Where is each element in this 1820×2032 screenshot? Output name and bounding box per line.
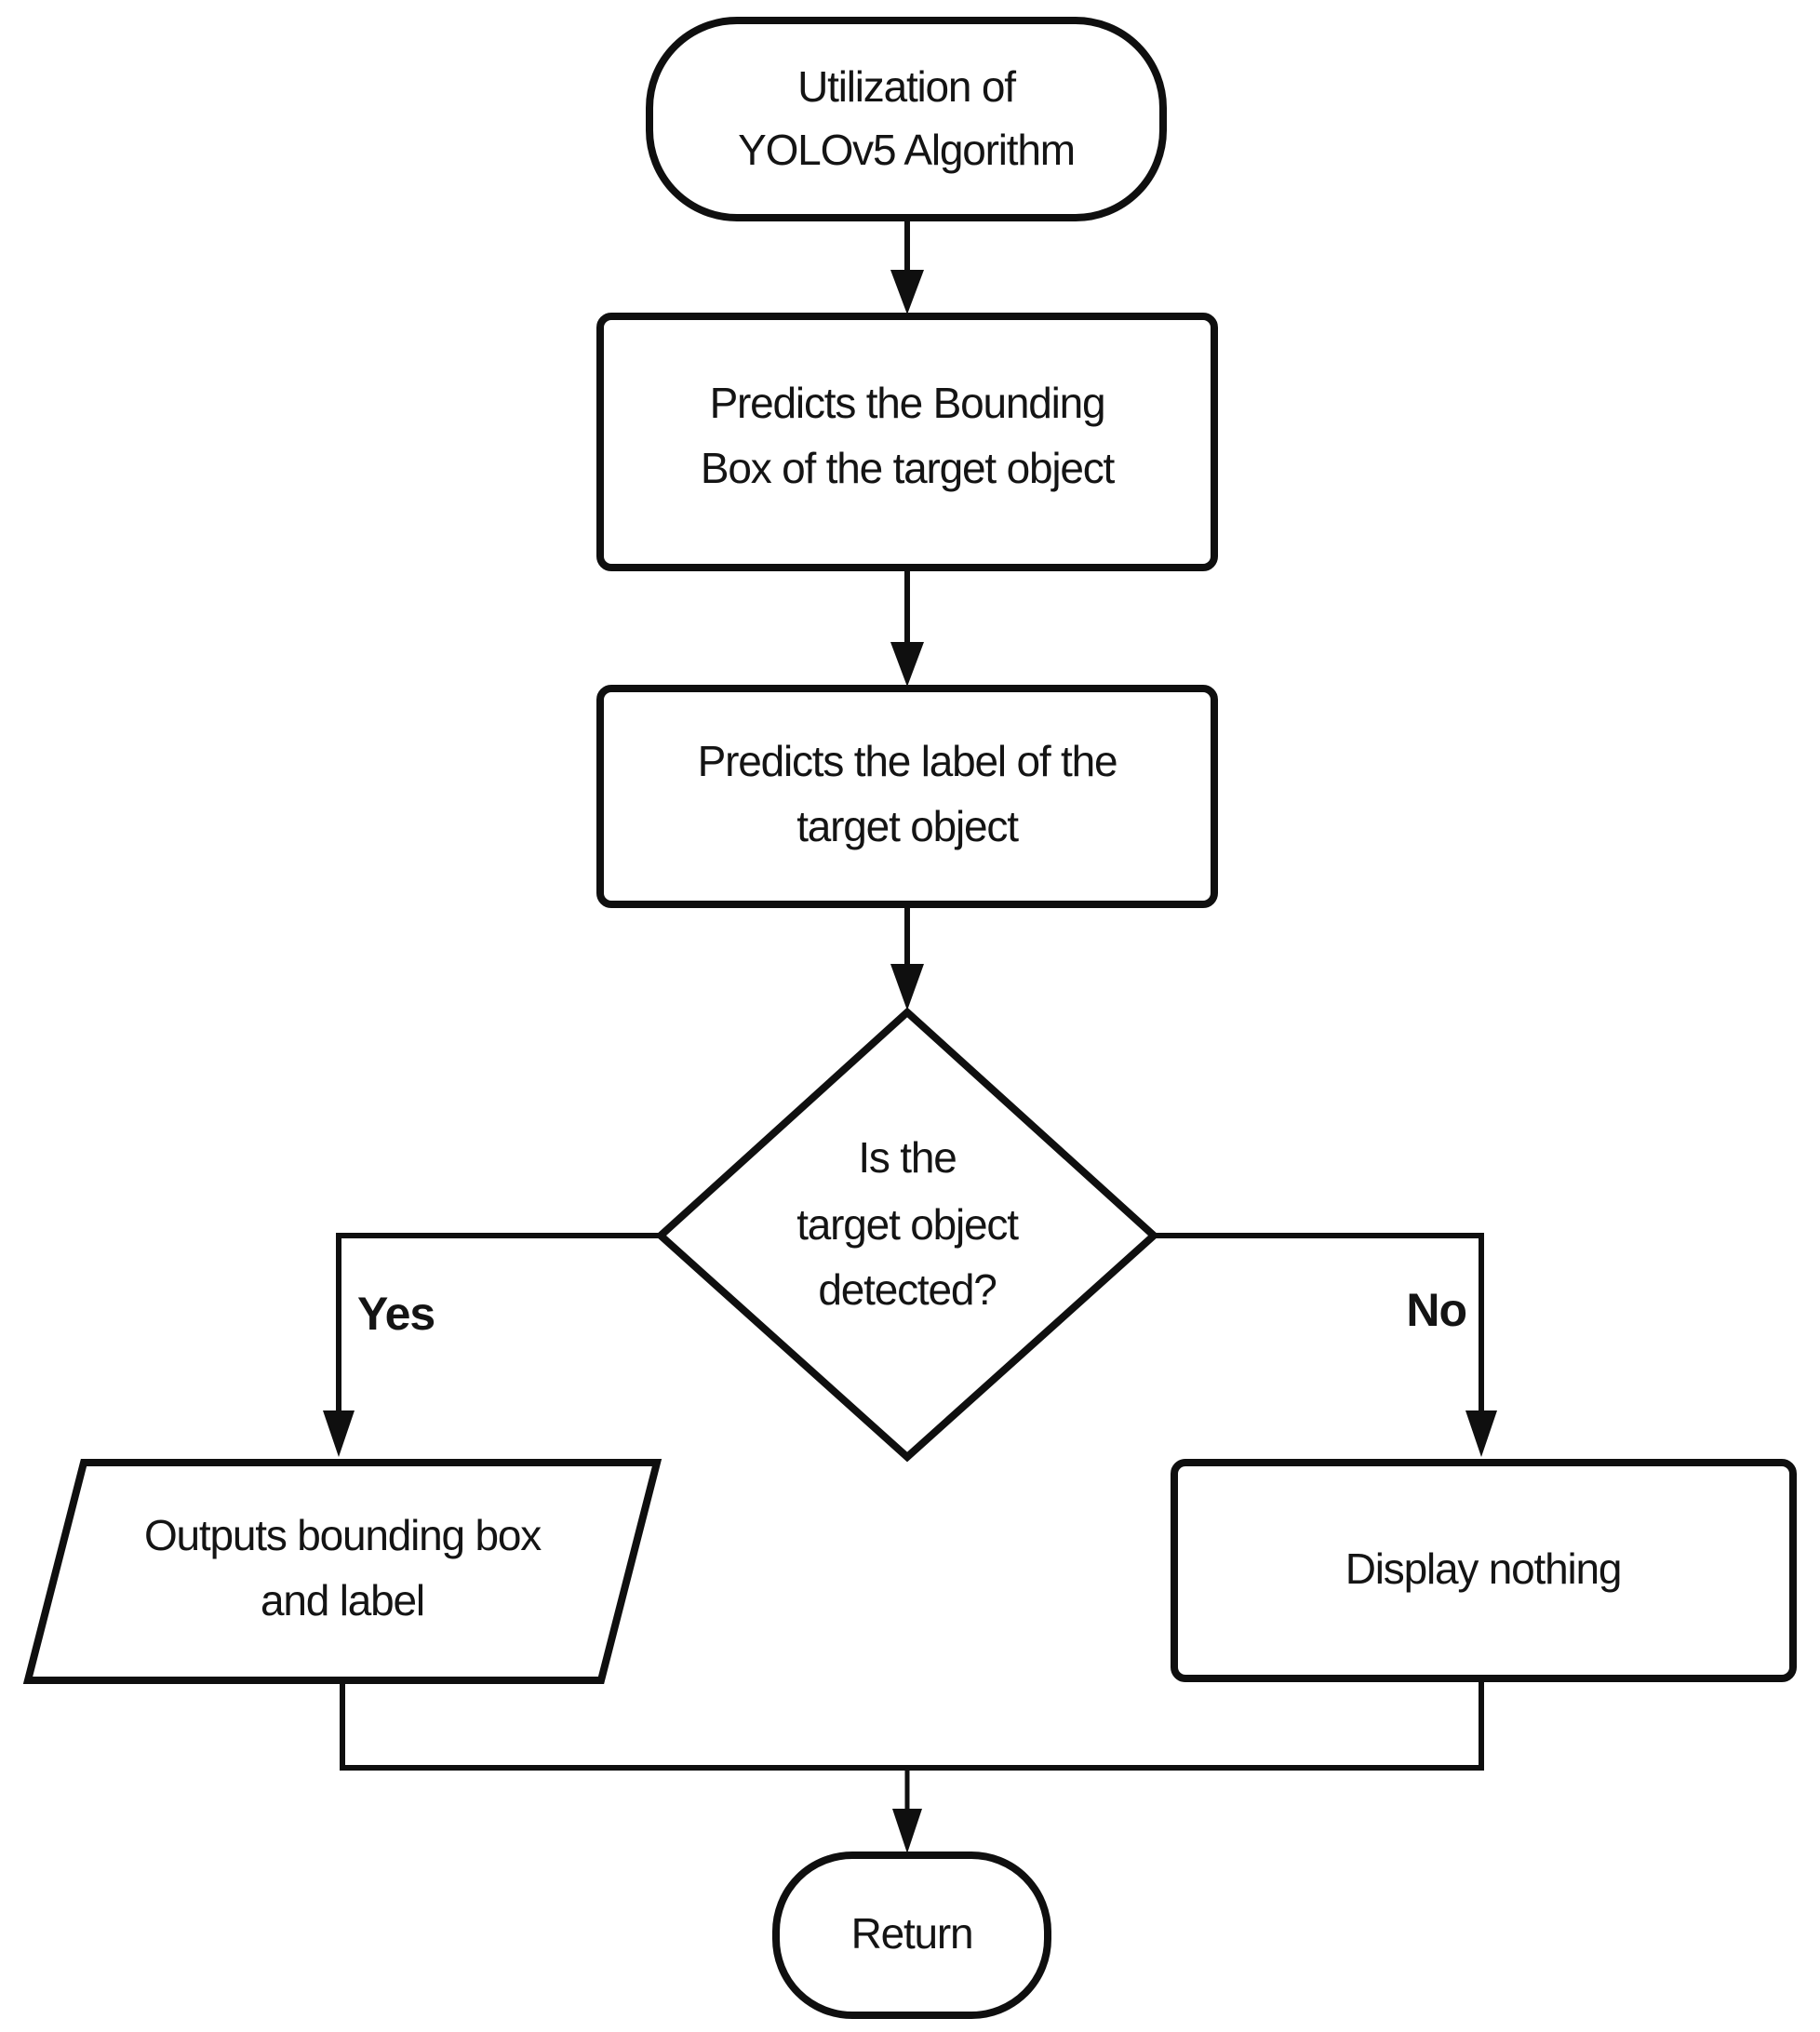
arrowhead-icon [890, 642, 924, 687]
node-text-line: Predicts the label of the [698, 737, 1117, 785]
node-text-line: Utilization of [797, 62, 1016, 111]
arrowhead-icon [890, 964, 924, 1010]
arrowhead-icon [323, 1410, 355, 1457]
edge-yes-branch: Yes [323, 1233, 663, 1457]
connector-line [336, 1233, 663, 1417]
connector-line [1151, 1233, 1484, 1417]
arrowhead-icon [890, 270, 924, 314]
node-predict-label-process: Predicts the label of the target object [596, 685, 1218, 908]
arrow-start-to-predict-box [890, 217, 924, 314]
input-output-shape [22, 1459, 662, 1684]
node-output-parallelogram: Outputs bounding box and label [22, 1459, 662, 1684]
node-display-nothing-process: Display nothing [1171, 1459, 1797, 1682]
node-text-line: Is the [858, 1133, 956, 1182]
arrowhead-icon [892, 1809, 922, 1853]
arrow-predict-label-to-decision [890, 903, 924, 1010]
node-text-line: Display nothing [1345, 1544, 1622, 1593]
edge-label-no: No [1406, 1284, 1466, 1336]
arrowhead-icon [1465, 1410, 1497, 1457]
node-text-line: and label [261, 1576, 424, 1624]
node-text-line: Outputs bounding box [144, 1511, 542, 1559]
node-return-terminator: Return [772, 1852, 1051, 2019]
node-text-line: target object [796, 802, 1019, 850]
process-shape [596, 685, 1218, 908]
node-start-terminator: Utilization of YOLOv5 Algorithm [646, 17, 1167, 221]
node-text-line: Return [851, 1909, 973, 1958]
arrow-predict-box-to-predict-label [890, 565, 924, 687]
connector-line [340, 1676, 1484, 1771]
node-text-line: target object [796, 1200, 1019, 1249]
process-shape [596, 313, 1218, 571]
node-text-line: Box of the target object [701, 444, 1116, 492]
node-decision-diamond: Is the target object detected? [655, 1007, 1159, 1463]
edge-merge-rail [340, 1676, 1484, 1771]
edge-no-branch: No [1151, 1233, 1497, 1457]
terminator-shape [772, 1852, 1051, 2019]
node-predict-box-process: Predicts the Bounding Box of the target … [596, 313, 1218, 571]
edge-label-yes: Yes [357, 1288, 435, 1340]
terminator-shape [646, 17, 1167, 221]
node-text-line: Predicts the Bounding [710, 379, 1105, 427]
arrow-merge-to-return [892, 1765, 922, 1853]
node-text-line: YOLOv5 Algorithm [738, 126, 1075, 174]
decision-shape [655, 1007, 1159, 1463]
node-text-line: detected? [818, 1265, 996, 1314]
